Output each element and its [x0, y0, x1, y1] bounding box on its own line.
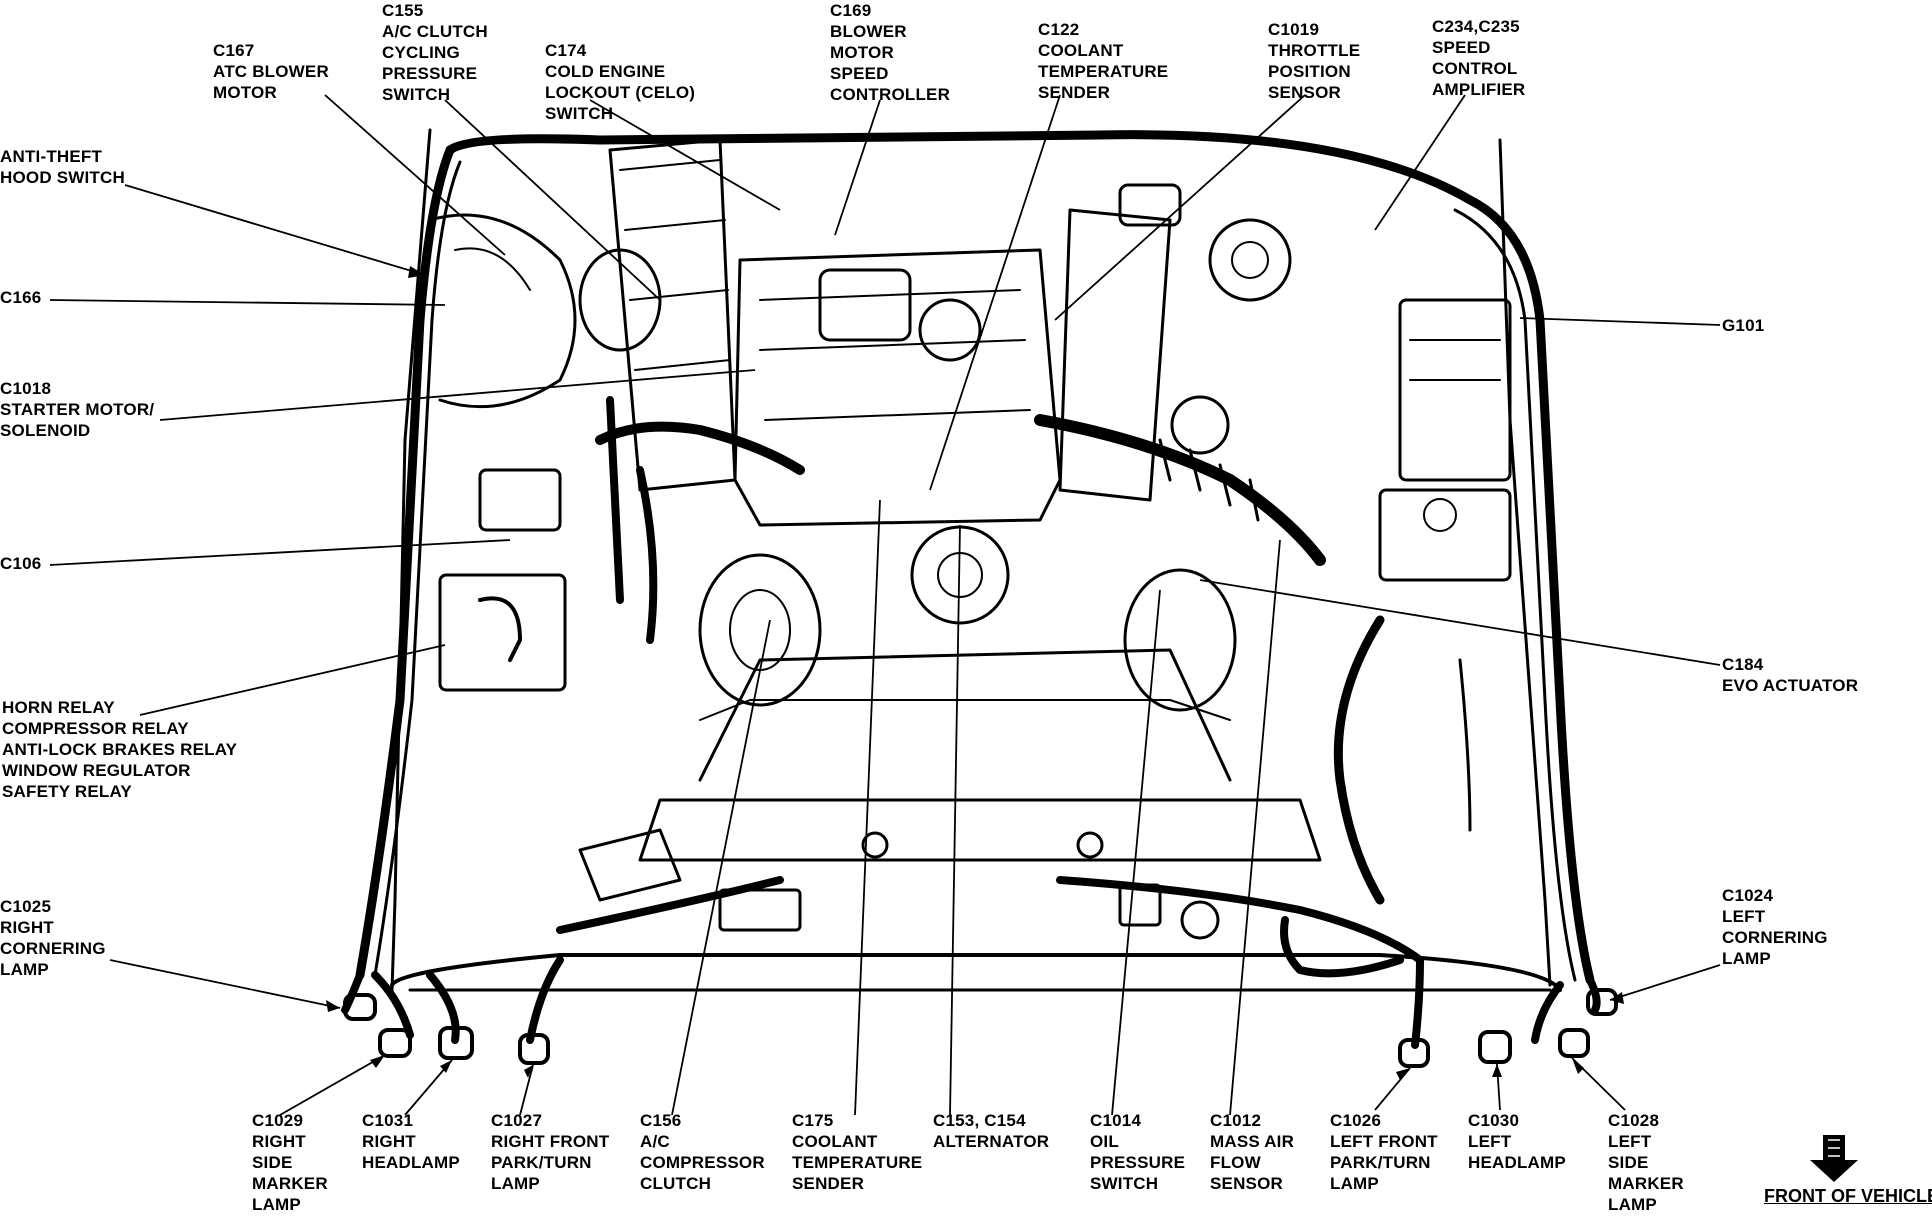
- leader-relays: [139, 644, 446, 716]
- label-c175: C175 COOLANT TEMPERATURE SENDER: [792, 1111, 923, 1193]
- leader-c1019: [1054, 94, 1306, 321]
- connector-c1027: [518, 1033, 550, 1065]
- fuse-block: [1398, 298, 1512, 482]
- leader-c1012: [1229, 539, 1281, 1116]
- leader-g101: [1519, 317, 1721, 326]
- ac-compressor: [698, 553, 822, 707]
- leader-c155: [444, 99, 661, 301]
- leader-c1018: [159, 369, 756, 421]
- leader-c1029: [279, 1054, 386, 1116]
- right-valve-cover: [608, 138, 737, 492]
- oil-filter-area: [1123, 568, 1237, 712]
- radiator-support: [390, 953, 1562, 992]
- label-c234: C234,C235 SPEED CONTROL AMPLIFIER: [1432, 17, 1526, 99]
- left-fender-outline: [1498, 138, 1552, 987]
- lower-harness: [556, 876, 1424, 964]
- label-c167: C167 ATC BLOWER MOTOR: [213, 41, 329, 102]
- leader-c122: [929, 94, 1061, 491]
- heater-hose: [595, 421, 805, 475]
- connector-c1025: [343, 993, 377, 1021]
- label-c106: C106: [0, 554, 42, 573]
- leader-c106: [49, 539, 511, 566]
- leader-c1026: [1374, 1067, 1411, 1111]
- label-c1025: C1025 RIGHT CORNERING LAMP: [0, 897, 106, 979]
- leader-c1025: [109, 959, 341, 1009]
- label-c169: C169 BLOWER MOTOR SPEED CONTROLLER: [830, 1, 951, 104]
- label-c1026: C1026 LEFT FRONT PARK/TURN LAMP: [1330, 1111, 1438, 1193]
- connector-c1024: [1586, 988, 1618, 1016]
- connector-c1028: [1558, 1028, 1590, 1058]
- main-wire-harness: [445, 130, 1595, 985]
- leader-anti-theft: [124, 184, 426, 276]
- label-c1027: C1027 RIGHT FRONT PARK/TURN LAMP: [491, 1111, 610, 1193]
- left-valve-cover: [1058, 208, 1172, 502]
- label-c166: C166: [0, 288, 42, 307]
- leader-c169: [834, 99, 881, 236]
- leader-c174: [589, 99, 781, 211]
- leader-c153: [949, 524, 961, 1116]
- leader-c1024: [1609, 964, 1721, 1001]
- connector-c1029: [378, 1028, 412, 1058]
- leader-c184: [1199, 579, 1721, 666]
- connector-c1030: [1478, 1030, 1512, 1064]
- label-c1031: C1031 RIGHT HEADLAMP: [362, 1111, 460, 1172]
- air-intake-duct: [1034, 414, 1326, 566]
- label-c1012: C1012 MASS AIR FLOW SENSOR: [1210, 1111, 1295, 1193]
- leader-c156: [671, 619, 771, 1116]
- radiator-shroud: [698, 648, 1232, 782]
- leader-c1014: [1111, 589, 1161, 1116]
- label-g101: G101: [1722, 316, 1765, 335]
- label-c1019: C1019 THROTTLE POSITION SENSOR: [1268, 20, 1361, 102]
- label-c1014: C1014 OIL PRESSURE SWITCH: [1090, 1111, 1186, 1193]
- label-relays: HORN RELAY COMPRESSOR RELAY ANTI-LOCK BR…: [2, 698, 238, 801]
- connector-c1026: [1398, 1038, 1430, 1068]
- leader-c175: [854, 499, 881, 1116]
- front-of-vehicle-label: FRONT OF VEHICLE: [1764, 1186, 1932, 1206]
- label-c184: C184 EVO ACTUATOR: [1722, 655, 1859, 695]
- front-arrow-icon: [1810, 1135, 1858, 1182]
- label-c1028: C1028 LEFT SIDE MARKER LAMP: [1608, 1111, 1684, 1214]
- leader-c166: [49, 299, 446, 306]
- label-c156: C156 A/C COMPRESSOR CLUTCH: [640, 1111, 765, 1193]
- label-c155: C155 A/C CLUTCH CYCLING PRESSURE SWITCH: [382, 1, 488, 104]
- leader-c1027: [519, 1064, 534, 1116]
- relay-center: [438, 573, 567, 692]
- label-c1024: C1024 LEFT CORNERING LAMP: [1722, 886, 1828, 968]
- label-c1029: C1029 RIGHT SIDE MARKER LAMP: [252, 1111, 328, 1214]
- label-c174: C174 COLD ENGINE LOCKOUT (CELO) SWITCH: [545, 41, 696, 123]
- label-anti-theft: ANTI-THEFT HOOD SWITCH: [0, 147, 125, 187]
- label-c1018: C1018 STARTER MOTOR/ SOLENOID: [0, 379, 155, 440]
- label-c1030: C1030 LEFT HEADLAMP: [1468, 1111, 1566, 1172]
- label-c122: C122 COOLANT TEMPERATURE SENDER: [1038, 20, 1169, 102]
- leader-c234: [1374, 94, 1466, 231]
- leader-c167: [324, 94, 506, 256]
- throttle-body: [1208, 218, 1292, 302]
- label-c153: C153, C154 ALTERNATOR: [933, 1111, 1050, 1151]
- connector-c1031: [438, 1026, 474, 1060]
